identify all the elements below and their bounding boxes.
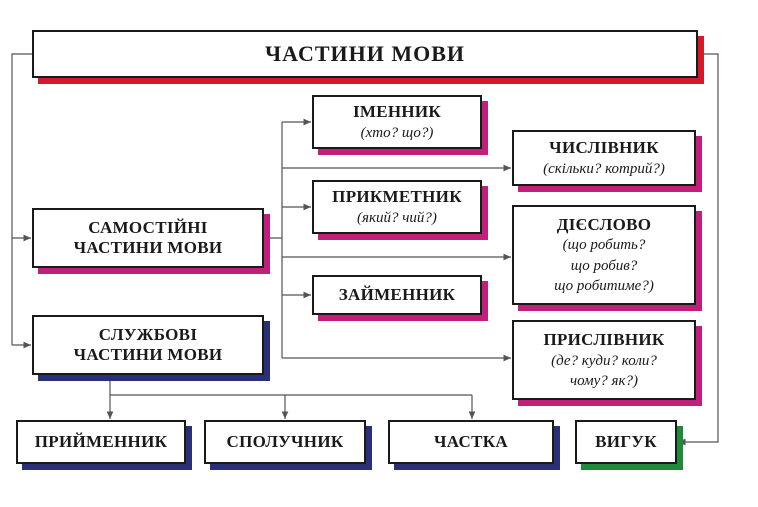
verb-question-2: що робив? — [570, 257, 638, 274]
adjective-question: (який? чий?) — [357, 209, 437, 226]
interjection-box: ВИГУК — [575, 420, 677, 464]
pronoun-title: ЗАЙМЕННИК — [338, 285, 456, 305]
conjunction-box: СПОЛУЧНИК — [204, 420, 366, 464]
verb-title: ДІЄСЛОВО — [556, 214, 652, 234]
numeral-box: ЧИСЛІВНИК (скільки? котрий?) — [512, 130, 696, 186]
noun-title: ІМЕННИК — [352, 102, 442, 122]
numeral-question: (скільки? котрий?) — [543, 160, 665, 177]
functional-line2: ЧАСТИНИ МОВИ — [73, 345, 223, 364]
adverb-question-1: (де? куди? коли? — [551, 352, 657, 369]
independent-parts-box: САМОСТІЙНІ ЧАСТИНИ МОВИ — [32, 208, 264, 268]
adjective-box: ПРИКМЕТНИК (який? чий?) — [312, 180, 482, 234]
numeral-title: ЧИСЛІВНИК — [549, 138, 659, 158]
conjunction-title: СПОЛУЧНИК — [226, 432, 344, 452]
preposition-box: ПРИЙМЕННИК — [16, 420, 186, 464]
adverb-box: ПРИСЛІВНИК (де? куди? коли? чому? як?) — [512, 320, 696, 400]
particle-box: ЧАСТКА — [388, 420, 554, 464]
title-box: ЧАСТИНИ МОВИ — [32, 30, 698, 78]
independent-line2: ЧАСТИНИ МОВИ — [73, 238, 223, 257]
verb-question-3: що робитиме?) — [554, 277, 654, 294]
independent-line1: САМОСТІЙНІ — [88, 218, 208, 238]
functional-parts-box: СЛУЖБОВІ ЧАСТИНИ МОВИ — [32, 315, 264, 375]
functional-line1: СЛУЖБОВІ — [98, 325, 198, 345]
link-title-right-bus — [678, 53, 719, 446]
adverb-title: ПРИСЛІВНИК — [543, 329, 665, 349]
title-text: ЧАСТИНИ МОВИ — [265, 41, 465, 67]
verb-box: ДІЄСЛОВО (що робить? що робив? що робити… — [512, 205, 696, 305]
adverb-question-2: чому? як?) — [569, 372, 639, 389]
verb-question-1: (що робить? — [562, 237, 646, 254]
noun-question: (хто? що?) — [360, 124, 434, 141]
particle-title: ЧАСТКА — [434, 432, 508, 452]
pronoun-box: ЗАЙМЕННИК — [312, 275, 482, 315]
adjective-title: ПРИКМЕТНИК — [332, 187, 462, 207]
noun-box: ІМЕННИК (хто? що?) — [312, 95, 482, 149]
preposition-title: ПРИЙМЕННИК — [34, 432, 168, 452]
link-title-left-bus — [11, 53, 32, 345]
interjection-title: ВИГУК — [595, 432, 657, 452]
